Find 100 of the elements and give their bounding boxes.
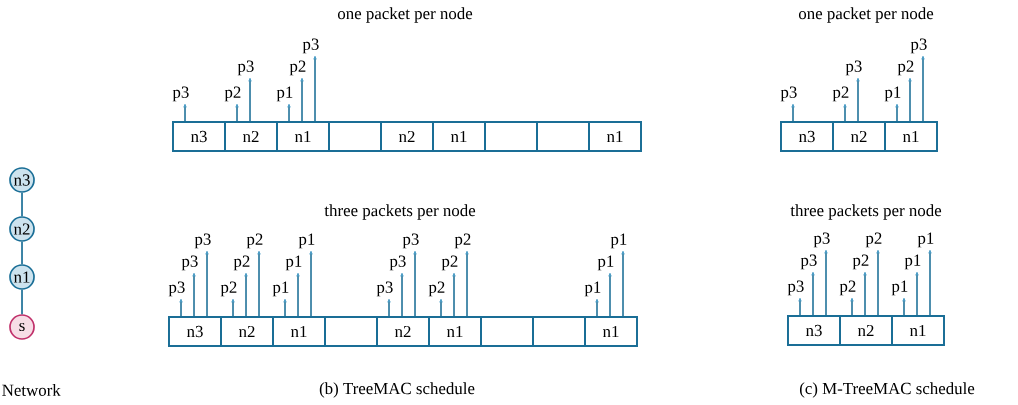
packet-arrow [387, 298, 391, 317]
packet-label: p1 [891, 280, 908, 296]
time-slot-box: n3 [168, 316, 222, 347]
packet-label: p3 [181, 255, 198, 271]
packet-label: p1 [584, 281, 601, 297]
time-slot-box: n2 [224, 121, 278, 152]
packet-label: p1 [272, 281, 289, 297]
row-title: three packets per node [790, 204, 942, 220]
packet-arrow [287, 103, 291, 122]
packet-arrow [928, 249, 932, 316]
time-slot-box: n2 [376, 316, 430, 347]
packet-label: p2 [865, 232, 882, 248]
time-slot-box [532, 316, 586, 347]
packet-arrow [248, 77, 252, 122]
packet-arrow [895, 103, 899, 122]
packet-arrow [595, 298, 599, 317]
packet-arrow [915, 271, 919, 316]
link-line [21, 241, 23, 265]
packet-arrow [798, 297, 802, 316]
row-title: one packet per node [337, 7, 473, 23]
packet-arrow [608, 272, 612, 317]
packet-label: p3 [168, 281, 185, 297]
packet-arrow [465, 250, 469, 317]
packet-arrow [313, 55, 317, 122]
packet-label: p2 [289, 60, 306, 76]
packet-label: p1 [276, 86, 293, 102]
packet-label: p1 [285, 255, 302, 271]
packet-arrow [179, 298, 183, 317]
packet-arrow [205, 250, 209, 317]
time-slot-box: n1 [891, 315, 945, 346]
time-slot-box [328, 121, 382, 152]
packet-label: p3 [787, 280, 804, 296]
packet-arrow [400, 272, 404, 317]
packet-label: p2 [852, 254, 869, 270]
packet-label: p3 [172, 86, 189, 102]
packet-label: p2 [832, 86, 849, 102]
packet-label: p3 [800, 254, 817, 270]
packet-arrow [309, 250, 313, 317]
time-slot-box [536, 121, 590, 152]
packet-arrow [856, 77, 860, 122]
packet-arrow [843, 103, 847, 122]
packet-label: p3 [194, 233, 211, 249]
packet-label: p3 [402, 233, 419, 249]
packet-label: p2 [233, 255, 250, 271]
time-slot-box: n2 [832, 121, 886, 152]
packet-arrow [235, 103, 239, 122]
packet-label: p2 [897, 60, 914, 76]
packet-label: p2 [220, 281, 237, 297]
time-slot-box [484, 121, 538, 152]
row-title: one packet per node [798, 7, 934, 23]
packet-label: p2 [839, 280, 856, 296]
packet-label: p3 [813, 232, 830, 248]
panel-caption: (c) M-TreeMAC schedule [799, 382, 975, 398]
packet-arrow [452, 272, 456, 317]
row-title: three packets per node [324, 204, 476, 220]
time-slot-box: n2 [380, 121, 434, 152]
packet-arrow [902, 297, 906, 316]
packet-label: p2 [441, 255, 458, 271]
packet-arrow [257, 250, 261, 317]
time-slot-box: n3 [172, 121, 226, 152]
panel-caption: (b) TreeMAC schedule [319, 382, 475, 398]
packet-label: p1 [610, 233, 627, 249]
time-slot-box [480, 316, 534, 347]
packet-arrow [413, 250, 417, 317]
packet-arrow [283, 298, 287, 317]
packet-arrow [183, 103, 187, 122]
packet-label: p1 [884, 86, 901, 102]
time-slot-box: n1 [432, 121, 486, 152]
time-slot-box: n2 [839, 315, 893, 346]
link-line [21, 289, 23, 315]
packet-label: p1 [298, 233, 315, 249]
packet-arrow [811, 271, 815, 316]
packet-arrow [876, 249, 880, 316]
packet-label: p2 [246, 233, 263, 249]
packet-label: p3 [376, 281, 393, 297]
packet-label: p3 [389, 255, 406, 271]
packet-arrow [300, 77, 304, 122]
packet-label: p2 [454, 233, 471, 249]
packet-arrow [921, 55, 925, 122]
packet-arrow [791, 103, 795, 122]
packet-arrow [824, 249, 828, 316]
packet-label: p1 [917, 232, 934, 248]
packet-label: p3 [302, 38, 319, 54]
packet-arrow [863, 271, 867, 316]
packet-arrow [192, 272, 196, 317]
time-slot-box: n1 [884, 121, 938, 152]
packet-arrow [908, 77, 912, 122]
time-slot-box: n1 [584, 316, 638, 347]
packet-arrow [244, 272, 248, 317]
packet-label: p3 [910, 38, 927, 54]
packet-label: p2 [224, 86, 241, 102]
packet-arrow [231, 298, 235, 317]
time-slot-box: n1 [428, 316, 482, 347]
packet-label: p1 [597, 255, 614, 271]
packet-arrow [439, 298, 443, 317]
packet-arrow [296, 272, 300, 317]
time-slot-box: n3 [780, 121, 834, 152]
panel-caption: Network [2, 384, 61, 396]
packet-label: p3 [780, 86, 797, 102]
time-slot-box: n3 [787, 315, 841, 346]
